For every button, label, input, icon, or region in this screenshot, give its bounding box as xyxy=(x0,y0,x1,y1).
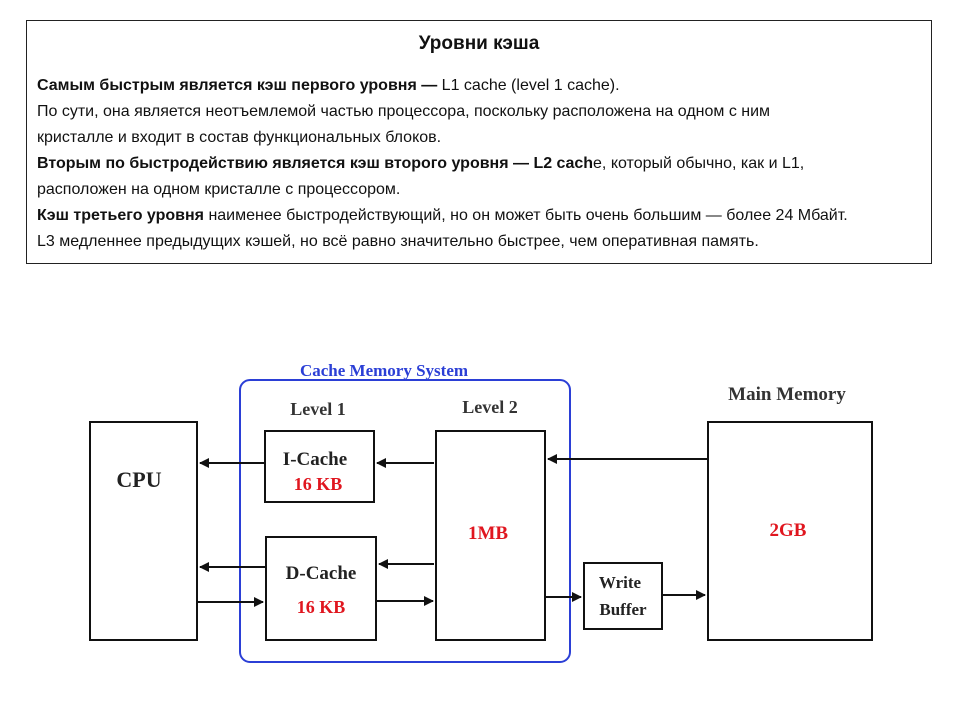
main-memory-size: 2GB xyxy=(770,520,807,541)
write-buffer-line1: Write xyxy=(599,573,642,592)
cpu-box xyxy=(89,421,198,641)
cache-levels-text-panel: Уровни кэша Самым быстрым является кэш п… xyxy=(26,20,932,264)
l2-tail: е, который обычно, как и L1, xyxy=(593,155,805,172)
dcache-label: D-Cache xyxy=(286,563,357,584)
dcache-size: 16 KB xyxy=(297,597,346,617)
cache-system-border xyxy=(239,379,571,663)
icache-label: I-Cache xyxy=(283,449,347,470)
level2-box xyxy=(435,430,546,641)
l1-line3: кристалле и входит в состав функциональн… xyxy=(37,129,442,146)
write-buffer-line2: Buffer xyxy=(599,600,647,619)
panel-title: Уровни кэша xyxy=(418,33,540,54)
l1-term: L1 cache (level 1 cache xyxy=(441,77,610,94)
level2-label: Level 2 xyxy=(462,397,518,417)
icache-box xyxy=(264,430,375,503)
l1-tail: ). xyxy=(609,77,620,94)
main-memory-label: Main Memory xyxy=(728,384,846,405)
dcache-box xyxy=(265,536,377,641)
l3-line2: L3 медленнее предыдущих кэшей, но всё ра… xyxy=(37,233,759,250)
cpu-label: CPU xyxy=(116,467,161,492)
icache-size: 16 KB xyxy=(294,474,343,494)
l3-bold-text: Кэш третьего уровня xyxy=(37,207,204,224)
l2-size: 1MB xyxy=(468,523,508,544)
l2-bold-text: Вторым по быстродействию является кэш вт… xyxy=(37,155,594,172)
l3-tail: наименее быстродействующий, но он может … xyxy=(204,207,848,224)
l1-line2: По сути, она является неотъемлемой часть… xyxy=(37,103,771,120)
main-memory-box xyxy=(707,421,873,641)
l1-bold-text: Самым быстрым является кэш первого уровн… xyxy=(37,77,442,94)
l2-line2: расположен на одном кристалле с процессо… xyxy=(37,181,401,198)
write-buffer-box xyxy=(583,562,663,630)
cache-system-title: Cache Memory System xyxy=(300,361,468,380)
level1-label: Level 1 xyxy=(290,399,346,419)
l1-paragraph: Самым быстрым является кэш первого уровн… xyxy=(37,73,921,255)
